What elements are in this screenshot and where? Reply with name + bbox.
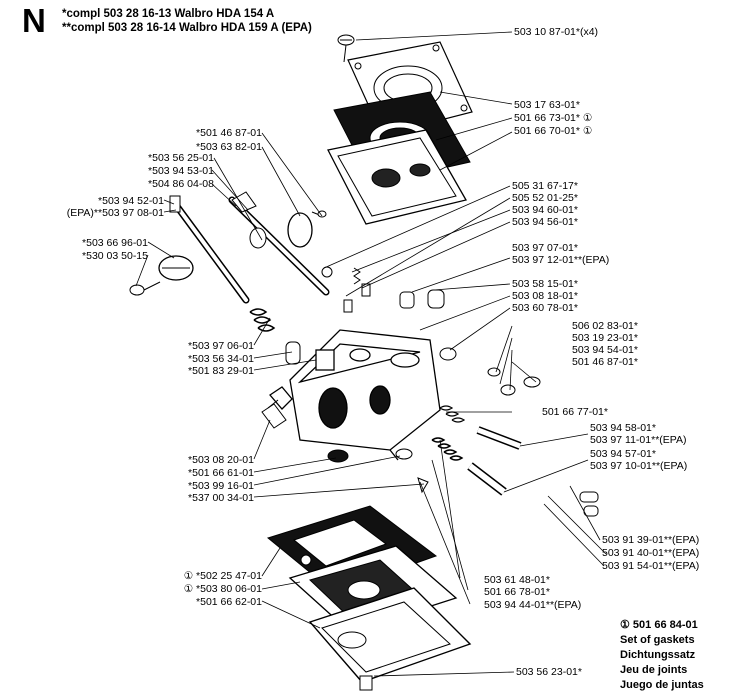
page-letter: N bbox=[22, 2, 46, 39]
part-label: *537 00 34-01 bbox=[188, 492, 254, 504]
gasket-kit-line: Juego de juntas bbox=[620, 679, 704, 691]
part-label: 505 31 67-17* bbox=[512, 180, 578, 192]
part-label: 505 52 01-25* bbox=[512, 192, 578, 204]
choke-valve-disc-icon bbox=[287, 210, 327, 248]
gasket-kit-line: Set of gaskets bbox=[620, 634, 695, 646]
part-label: ① *503 80 06-01 bbox=[183, 583, 262, 595]
part-label: 503 61 48-01* bbox=[484, 574, 550, 586]
part-label: *503 94 52-01 bbox=[98, 195, 164, 207]
fuel-inlet-fitting-icon bbox=[261, 399, 287, 429]
part-label: 503 91 39-01**(EPA) bbox=[602, 534, 700, 546]
part-label: (EPA)**503 97 08-01 bbox=[66, 207, 164, 219]
part-label: 503 94 57-01* bbox=[590, 448, 656, 460]
part-label: *503 99 16-01 bbox=[188, 480, 254, 492]
part-label: 503 10 87-01*(x4) bbox=[514, 26, 599, 38]
part-label: 503 97 07-01* bbox=[512, 242, 578, 254]
part-label: ① *502 25 47-01 bbox=[183, 570, 262, 582]
part-label: 503 94 44-01**(EPA) bbox=[484, 599, 582, 611]
part-label: 503 97 10-01**(EPA) bbox=[590, 460, 688, 472]
part-label: *501 66 62-01 bbox=[196, 596, 262, 608]
part-label: 503 19 23-01* bbox=[572, 332, 638, 344]
carburetor-body-icon bbox=[269, 329, 441, 461]
inlet-needle-icon bbox=[327, 448, 429, 494]
part-label: *503 08 20-01 bbox=[188, 454, 254, 466]
header-line-2: **compl 503 28 16-14 Walbro HDA 159 A (E… bbox=[62, 22, 312, 34]
screw-icon bbox=[487, 367, 541, 396]
part-label: *503 66 96-01 bbox=[82, 237, 148, 249]
throttle-valve-disc-icon bbox=[158, 255, 194, 281]
pump-gasket-icon bbox=[327, 129, 467, 225]
choke-shaft-icon bbox=[228, 191, 330, 296]
part-label: 503 91 40-01**(EPA) bbox=[602, 547, 700, 559]
part-label: 503 60 78-01* bbox=[512, 302, 578, 314]
part-label: 501 66 78-01* bbox=[484, 586, 550, 598]
part-label: 501 66 73-01* ① bbox=[514, 112, 593, 124]
part-label: 503 97 12-01**(EPA) bbox=[512, 254, 610, 266]
small-screw-icon bbox=[129, 281, 161, 296]
welch-plug-icon bbox=[439, 347, 457, 361]
throttle-shaft-icon bbox=[169, 195, 250, 304]
part-label: 503 94 56-01* bbox=[512, 216, 578, 228]
part-label: *503 56 34-01 bbox=[188, 353, 254, 365]
part-label: *504 86 04-08 bbox=[148, 178, 214, 190]
part-label: 503 94 60-01* bbox=[512, 204, 578, 216]
plug-icon bbox=[399, 289, 445, 309]
part-label: 503 56 23-01* bbox=[516, 666, 582, 678]
part-label: *501 66 61-01 bbox=[188, 467, 254, 479]
small-spring-icon bbox=[353, 267, 371, 297]
part-label: 503 17 63-01* bbox=[514, 99, 580, 111]
part-label: *503 97 06-01 bbox=[188, 340, 254, 352]
part-label: 506 02 83-01* bbox=[572, 320, 638, 332]
leader-lines bbox=[323, 31, 607, 677]
part-label: 503 58 15-01* bbox=[512, 278, 578, 290]
part-label: *503 63 82-01 bbox=[196, 141, 262, 153]
gasket-kit-number: ① 501 66 84-01 bbox=[620, 619, 698, 631]
part-label: 501 66 70-01* ① bbox=[514, 125, 593, 137]
part-label: *501 83 29-01 bbox=[188, 365, 254, 377]
cover-screw-icon bbox=[337, 34, 355, 63]
part-label: 501 46 87-01* bbox=[572, 356, 638, 368]
part-label: 503 91 54-01**(EPA) bbox=[602, 560, 700, 572]
part-label: 503 94 54-01* bbox=[572, 344, 638, 356]
high-needle-icon bbox=[431, 437, 507, 496]
part-label: 501 66 77-01* bbox=[542, 406, 608, 418]
part-label: 503 97 11-01**(EPA) bbox=[590, 434, 687, 446]
metering-cover-icon bbox=[308, 587, 472, 691]
gasket-kit-line: Jeu de joints bbox=[620, 664, 688, 676]
part-label: 503 94 58-01* bbox=[590, 422, 656, 434]
return-spring-icon bbox=[249, 308, 276, 332]
idle-needle-icon bbox=[439, 405, 522, 450]
limiter-cap-icon bbox=[579, 491, 599, 517]
leader-lines-left bbox=[135, 132, 425, 629]
part-label: *530 03 50-15 bbox=[82, 250, 148, 262]
part-label: *503 56 25-01 bbox=[148, 152, 214, 164]
gasket-kit-line: Dichtungssatz bbox=[620, 649, 696, 661]
part-label: 503 08 18-01* bbox=[512, 290, 578, 302]
header-line-1: *compl 503 28 16-13 Walbro HDA 154 A bbox=[62, 8, 275, 20]
part-label: *501 46 87-01 bbox=[196, 127, 262, 139]
part-label: *503 94 53-01 bbox=[148, 165, 214, 177]
